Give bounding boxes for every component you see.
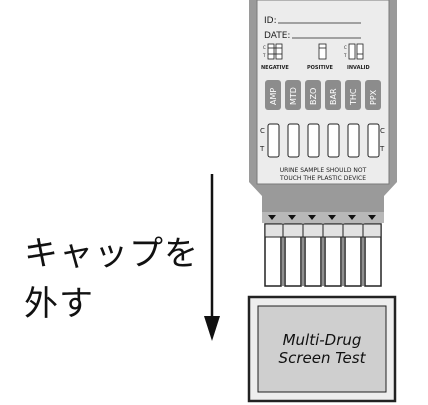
result-windows: C T C T xyxy=(259,123,385,158)
notice-line-2: TOUCH THE PLASTIC DEVICE xyxy=(279,175,366,182)
panel-ppx: PPX xyxy=(369,89,378,105)
window-t-right: T xyxy=(379,145,385,153)
svg-text:C: C xyxy=(344,45,347,50)
legend-positive-label: POSITIVE xyxy=(307,65,334,71)
id-label: ID: xyxy=(264,16,277,26)
test-strip-wicks xyxy=(264,223,382,287)
svg-text:T: T xyxy=(343,53,347,58)
date-label: DATE: xyxy=(264,31,290,41)
window-c-left: C xyxy=(260,127,265,135)
panel-amp: AMP xyxy=(269,88,278,105)
cap-label-line-2: Screen Test xyxy=(279,349,367,367)
window-t-left: T xyxy=(259,145,265,153)
notice-line-1: URINE SAMPLE SHOULD NOT xyxy=(280,167,367,174)
test-device: ID: DATE: C T NEGATIVE POSITIVE xyxy=(249,0,397,223)
device-cap: Multi-Drug Screen Test xyxy=(247,295,397,403)
svg-text:T: T xyxy=(262,53,266,58)
legend-negative: C T NEGATIVE xyxy=(261,43,289,71)
down-arrow-icon xyxy=(204,174,220,341)
legend-negative-label: NEGATIVE xyxy=(261,65,289,71)
panel-mtd: MTD xyxy=(289,87,298,105)
cap-label-line-1: Multi-Drug xyxy=(283,331,362,349)
legend-positive: POSITIVE xyxy=(307,43,334,71)
svg-text:C: C xyxy=(263,45,266,50)
instruction-line-1: キャップを xyxy=(24,234,199,274)
panel-thc: THC xyxy=(349,88,358,106)
legend-invalid: C T INVALID xyxy=(343,43,370,71)
panel-bar: BAR xyxy=(329,88,338,105)
drug-panels: AMP MTD BZO BAR THC PPX xyxy=(265,80,381,110)
instruction-line-2: 外す xyxy=(24,284,94,324)
window-c-right: C xyxy=(380,127,385,135)
legend-invalid-label: INVALID xyxy=(347,65,370,71)
panel-bzo: BZO xyxy=(309,88,318,105)
